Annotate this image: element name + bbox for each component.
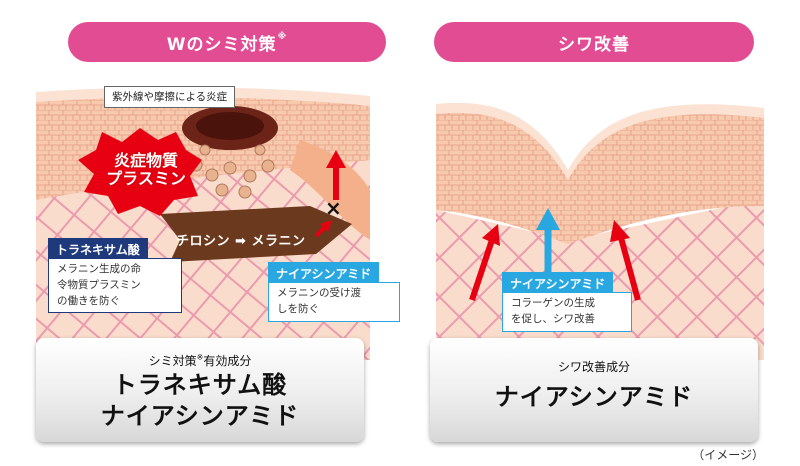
desc-line: の働きを防ぐ xyxy=(57,294,120,307)
header-footnote-mark: ※ xyxy=(277,32,288,42)
inflammation-burst xyxy=(78,128,202,216)
niacinamide-description-right: コラーゲンの生成 を促し、シワ改善 xyxy=(502,292,632,332)
desc-line: しを防ぐ xyxy=(277,302,319,315)
wrinkle-care-header: シワ改善 xyxy=(434,22,754,62)
niacinamide-description-left: メラニンの受け渡 しを防ぐ xyxy=(268,282,400,322)
wrinkle-care-title: シワ改善 xyxy=(558,34,630,55)
melanin-label: メラニン xyxy=(251,234,306,249)
niacinamide-label-right: ナイアシンアミド xyxy=(502,272,614,295)
burst-line: 炎症物質 xyxy=(113,151,178,170)
spot-care-panel: Wのシミ対策※ 紫外線や摩擦による炎症 炎症物質 プラスミン チロシン ➡ メラ… xyxy=(36,22,400,442)
blocked-transfer-arrows xyxy=(314,150,346,238)
card-subtitle: シミ対策※有効成分 xyxy=(36,352,364,369)
blocked-x-icon: × xyxy=(325,196,342,220)
desc-line: コラーゲンの生成 xyxy=(511,297,595,309)
tranexamic-label: トラネキサム酸 xyxy=(48,238,148,261)
plasmin-burst-label: 炎症物質 プラスミン xyxy=(86,151,206,189)
card-ingredient-name: トラネキサム酸 xyxy=(112,370,288,399)
desc-line: を促し、シワ改善 xyxy=(511,312,595,325)
tyrosine-melanin-process: チロシン ➡ メラニン xyxy=(176,230,306,249)
wrinkle-care-panel: シワ改善 ナイアシンアミド コラーゲンの生成 を促し、シワ改善 シワ改善成分 ナ… xyxy=(400,0,800,466)
card-ingredient-name: ナイアシンアミド xyxy=(494,382,694,411)
card-subtitle: シワ改善成分 xyxy=(557,360,630,374)
melanin-process-arrow xyxy=(160,206,352,262)
inflammation-callout: 紫外線や摩擦による炎症 xyxy=(104,86,236,109)
niacinamide-label-left: ナイアシンアミド xyxy=(268,262,380,285)
card-footnote-mark: ※ xyxy=(196,353,204,362)
spot-care-header: Wのシミ対策※ xyxy=(68,22,386,62)
card-sub-rest: 有効成分 xyxy=(203,354,252,368)
spot-care-ingredient-card: シミ対策※有効成分 トラネキサム酸 ナイアシンアミド xyxy=(36,338,364,442)
desc-line: メラニンの受け渡 xyxy=(277,287,361,299)
image-caption: （イメージ） xyxy=(692,448,764,462)
wrinkle-ingredient-card: シワ改善成分 ナイアシンアミド xyxy=(430,338,758,442)
card-ingredient-name: ナイアシンアミド xyxy=(100,401,300,431)
desc-line: メラニン生成の命 xyxy=(57,263,141,275)
tranexamic-description: メラニン生成の命 令物質プラスミン の働きを防ぐ xyxy=(48,258,182,314)
tyrosine-label: チロシン xyxy=(176,234,231,249)
desc-line: 令物質プラスミン xyxy=(57,278,141,291)
burst-line: プラスミン xyxy=(106,169,186,189)
spot-care-title: Wのシミ対策 xyxy=(166,34,277,55)
collagen-arrows xyxy=(469,208,641,301)
process-arrow-icon: ➡ xyxy=(235,234,247,249)
card-sub-text: シミ対策 xyxy=(148,354,197,368)
